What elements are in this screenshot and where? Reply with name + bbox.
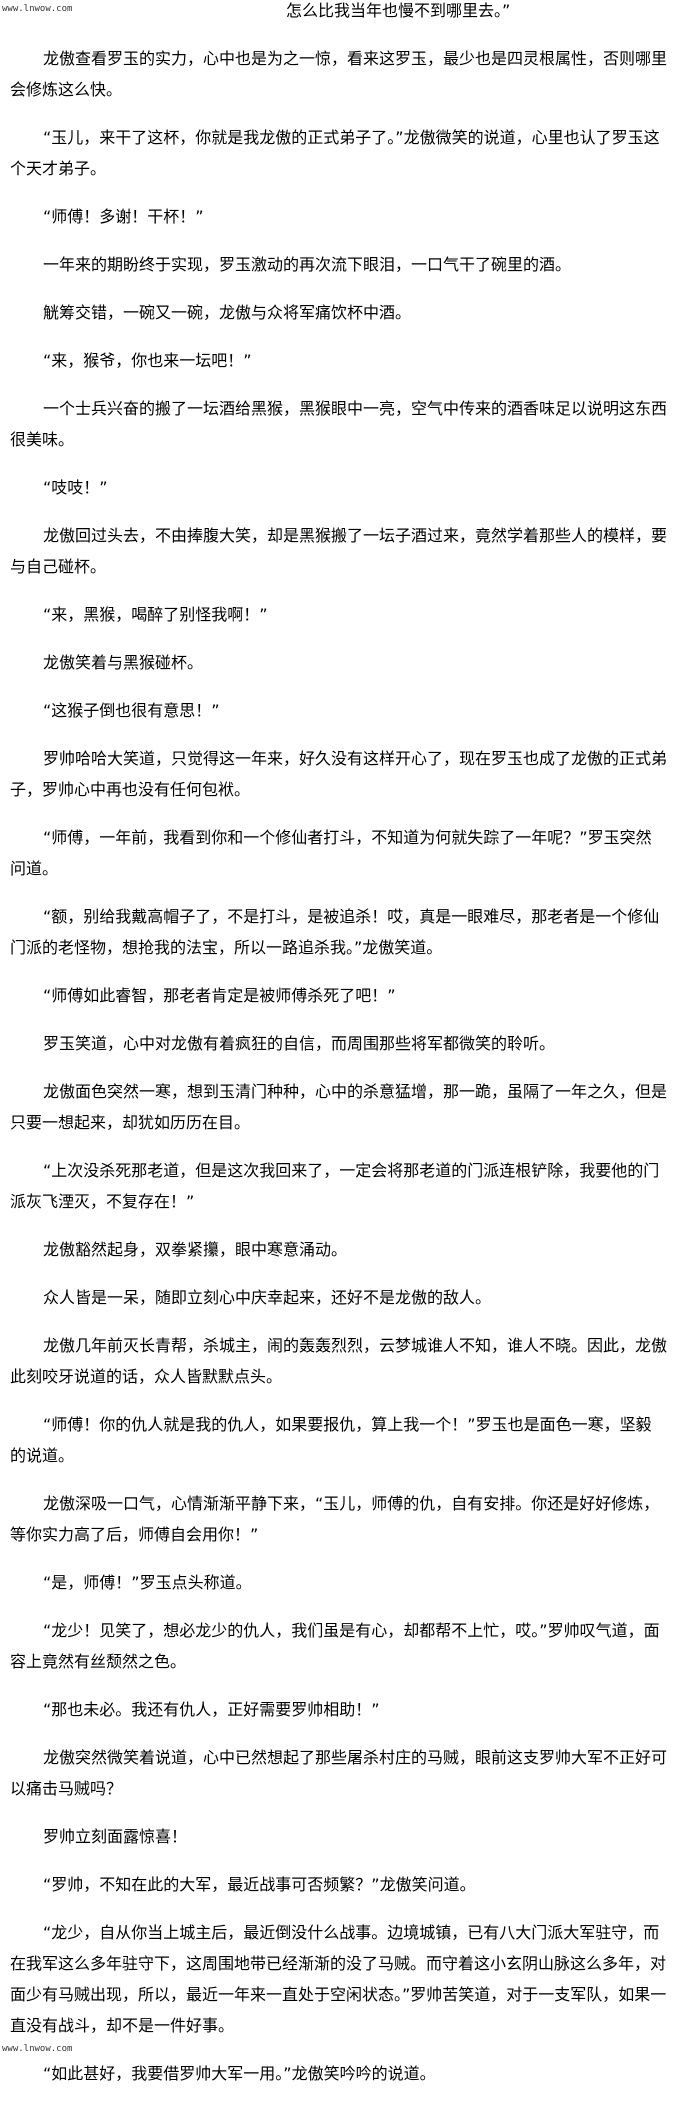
paragraph: “上次没杀死那老道，但是这次我回来了，一定会将那老道的门派连根铲除，我要他的门派…	[10, 1161, 660, 1211]
paragraph: “师傅！你的仇人就是我的仇人，如果要报仇，算上我一个！”罗玉也是面色一寒，坚毅的…	[10, 1415, 652, 1465]
watermark-bottom: www.lnwow.com	[2, 2044, 73, 2054]
watermark-top: www.lnwow.com	[2, 4, 73, 14]
paragraph: “来，猴爷，你也来一坛吧！”	[43, 351, 252, 370]
paragraph: “龙少，自从你当上城主后，最近倒没什么战事。边境城镇，已有八大门派大军驻守，而在…	[10, 1923, 667, 2035]
paragraph: “师傅，一年前，我看到你和一个修仙者打斗，不知道为何就失踪了一年呢？”罗玉突然问…	[10, 828, 652, 878]
paragraph: 龙傲面色突然一寒，想到玉清门种种，心中的杀意猛增，那一跪，虽隔了一年之久，但是只…	[10, 1082, 668, 1132]
paragraph-continuation: 怎么比我当年也慢不到哪里去。”	[286, 1, 511, 20]
paragraph: 龙傲笑着与黑猴碰杯。	[43, 653, 204, 672]
paragraph: 龙傲回过头去，不由捧腹大笑，却是黑猴搬了一坛子酒过来，竟然学着那些人的模样，要与…	[10, 526, 668, 576]
paragraph: “如此甚好，我要借罗帅大军一用。”龙傲笑吟吟的说道。	[43, 2064, 436, 2083]
paragraph: 一年来的期盼终于实现，罗玉激动的再次流下眼泪，一口气干了碗里的酒。	[43, 255, 572, 274]
article-body: 怎么比我当年也慢不到哪里去。” 龙傲查看罗玉的实力，心中也是为之一惊，看来这罗玉，…	[10, 0, 667, 2106]
paragraph: 龙傲查看罗玉的实力，心中也是为之一惊，看来这罗玉，最少也是四灵根属性，否则哪里会…	[10, 49, 668, 99]
paragraph: “罗帅，不知在此的大军，最近战事可否频繁？”龙傲笑问道。	[43, 1875, 476, 1894]
paragraph: “吱吱！”	[43, 478, 108, 497]
paragraph: 龙傲突然微笑着说道，心中已然想起了那些屠杀村庄的马贼，眼前这支罗帅大军不正好可以…	[10, 1748, 668, 1798]
paragraph: 龙傲豁然起身，双拳紧攥，眼中寒意涌动。	[43, 1240, 348, 1259]
paragraph: 罗帅立刻面露惊喜！	[43, 1827, 188, 1846]
paragraph: “额，别给我戴高帽子了，不是打斗，是被追杀！哎，真是一眼难尽，那老者是一个修仙门…	[10, 907, 660, 957]
paragraph: 罗玉笑道，心中对龙傲有着疯狂的自信，而周围那些将军都微笑的聆听。	[43, 1034, 556, 1053]
paragraph: 觥筹交错，一碗又一碗，龙傲与众将军痛饮杯中酒。	[43, 303, 412, 322]
paragraph: “玉儿，来干了这杯，你就是我龙傲的正式弟子了。”龙傲微笑的说道，心里也认了罗玉这…	[10, 128, 660, 178]
paragraph: 一个士兵兴奋的搬了一坛酒给黑猴，黑猴眼中一亮，空气中传来的酒香味足以说明这东西很…	[10, 399, 668, 449]
paragraph: “是，师傅！”罗玉点头称道。	[43, 1573, 252, 1592]
paragraph: “师傅如此睿智，那老者肯定是被师傅杀死了吧！”	[43, 986, 396, 1005]
paragraph: 众人皆是一呆，随即立刻心中庆幸起来，还好不是龙傲的敌人。	[43, 1288, 492, 1307]
paragraph: “龙少！见笑了，想必龙少的仇人，我们虽是有心，却都帮不上忙，哎。”罗帅叹气道，面…	[10, 1621, 660, 1671]
paragraph: “这猴子倒也很有意思！”	[43, 701, 220, 720]
paragraph: “师傅！多谢！干杯！”	[43, 207, 204, 226]
paragraph: 龙傲几年前灭长青帮，杀城主，闹的轰轰烈烈，云梦城谁人不知，谁人不晓。因此，龙傲此…	[10, 1336, 668, 1386]
paragraph: 罗帅哈哈大笑道，只觉得这一年来，好久没有这样开心了，现在罗玉也成了龙傲的正式弟子…	[10, 749, 668, 799]
paragraph: 龙傲深吸一口气，心情渐渐平静下来，“玉儿，师傅的仇，自有安排。你还是好好修炼，等…	[10, 1494, 660, 1544]
paragraph: “来，黑猴，喝醉了别怪我啊！”	[43, 605, 268, 624]
paragraph: “那也未必。我还有仇人，正好需要罗帅相助！”	[43, 1700, 380, 1719]
